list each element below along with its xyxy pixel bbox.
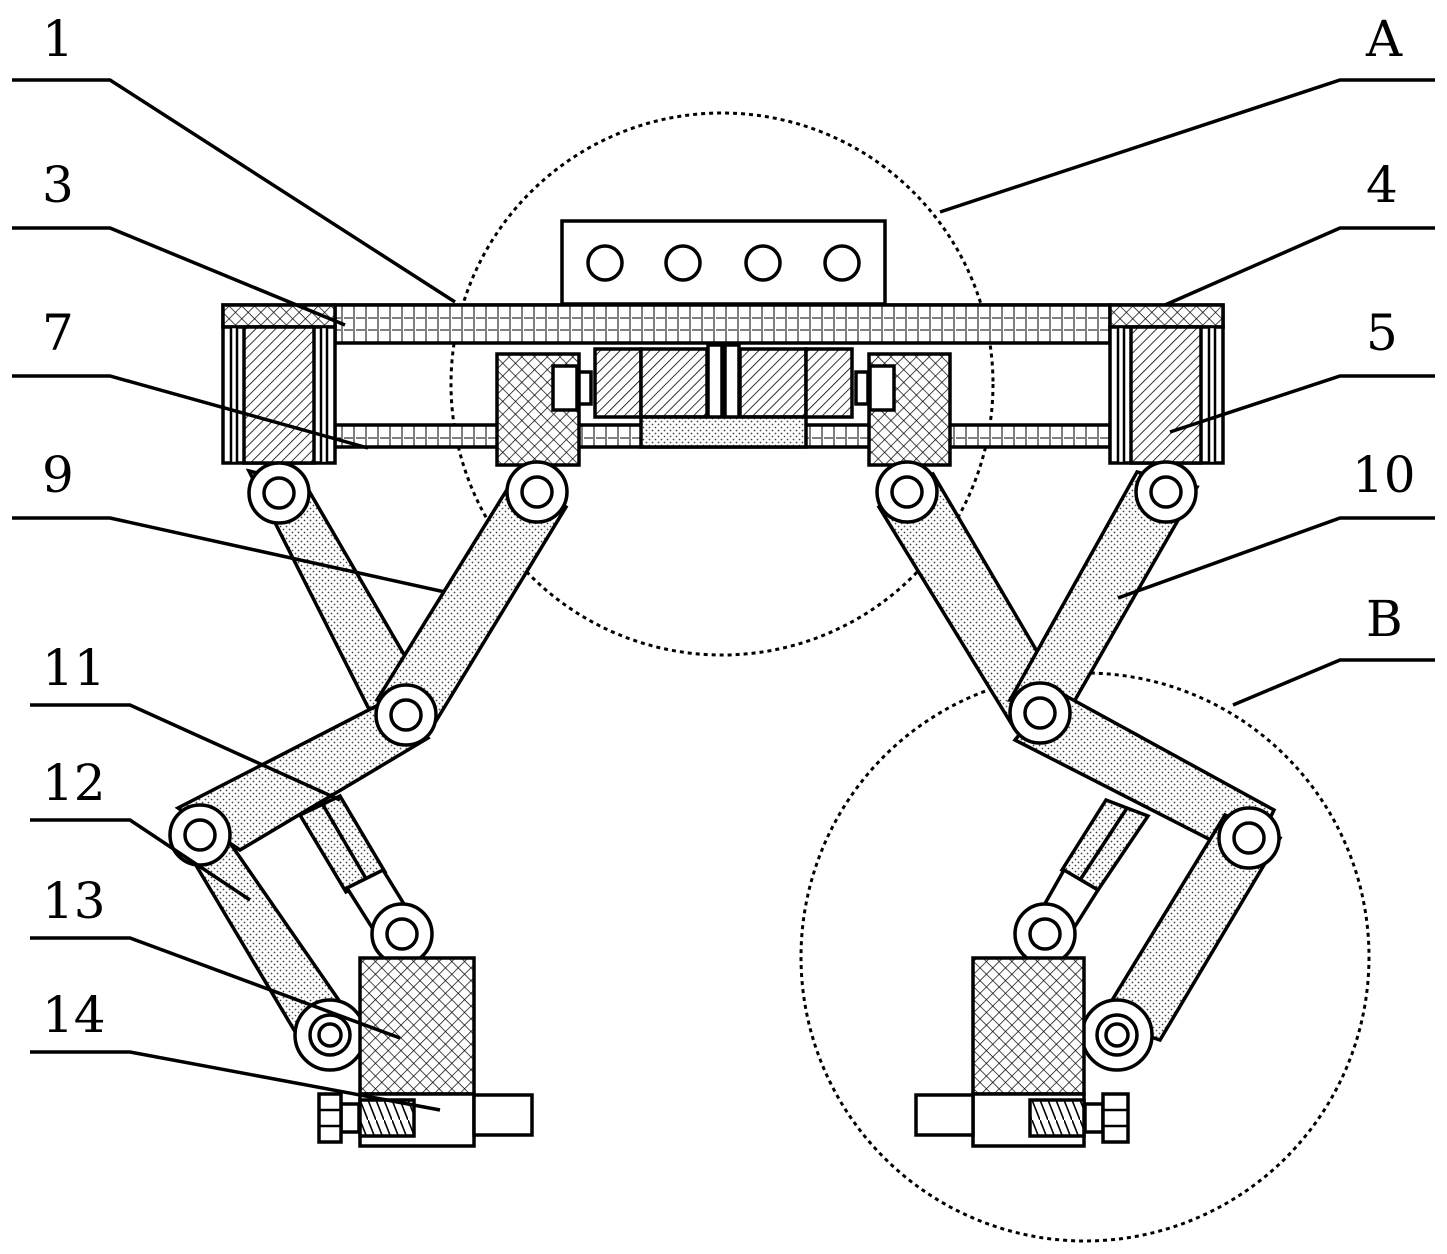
label-9: 9 [42, 446, 74, 504]
label-1: 1 [42, 10, 74, 68]
label-11: 11 [42, 639, 106, 697]
mounting-plate [560, 219, 887, 306]
detail-circle-a [449, 111, 995, 657]
label-12: 12 [42, 754, 106, 812]
label-4: 4 [1366, 156, 1398, 214]
label-b: B [1366, 590, 1403, 648]
label-a: A [1365, 10, 1403, 68]
central-drive [495, 343, 952, 467]
label-14: 14 [42, 986, 106, 1044]
leader-lines-left [12, 78, 456, 1112]
label-5: 5 [1366, 304, 1398, 362]
label-3: 3 [42, 156, 74, 214]
reference-labels: 1 3 7 9 11 12 13 14 A 4 5 10 B [42, 10, 1416, 1044]
label-10: 10 [1352, 446, 1416, 504]
left-leg [168, 460, 569, 1148]
right-leg [875, 460, 1283, 1148]
label-7: 7 [42, 304, 74, 362]
leader-lines-right [939, 78, 1435, 707]
label-13: 13 [42, 872, 106, 930]
